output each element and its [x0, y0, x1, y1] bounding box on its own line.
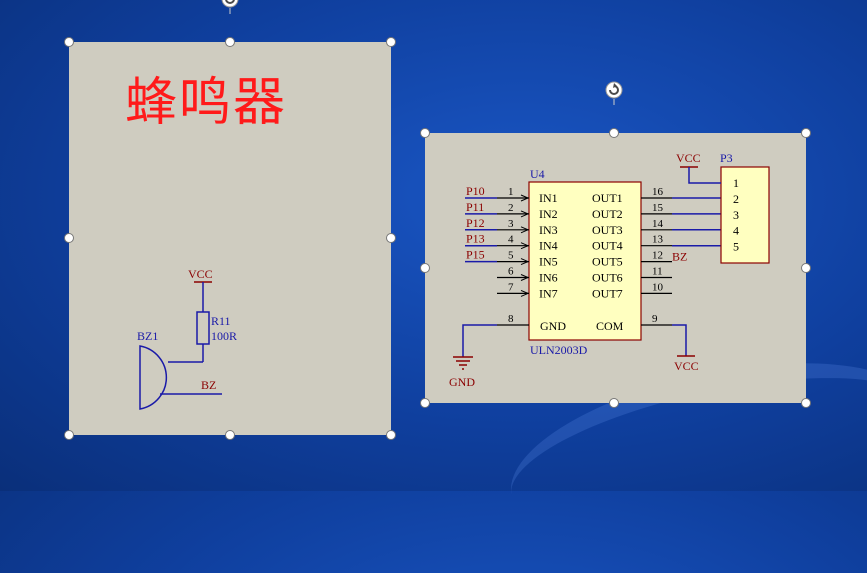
ic-part: ULN2003D — [530, 343, 588, 357]
input-pin-number: 4 — [508, 234, 514, 246]
output-pin-row: 13 OUT4 — [592, 234, 721, 253]
resize-handle-bm-left[interactable] — [225, 430, 235, 440]
output-pin-number: 14 — [652, 218, 664, 230]
gnd-pin-name: GND — [540, 319, 566, 333]
resize-handle-tr-left[interactable] — [386, 37, 396, 47]
resize-handle-bl-left[interactable] — [64, 430, 74, 440]
output-pin-number: 12 — [652, 250, 663, 262]
output-pin-row: 10 OUT7 — [592, 281, 672, 300]
output-pin-name: OUT5 — [592, 255, 623, 269]
input-pin-row: 5 IN5 P15 — [465, 248, 558, 269]
input-pin-name: IN4 — [539, 239, 558, 253]
input-net-label: P11 — [466, 200, 484, 214]
input-pin-number: 7 — [508, 281, 514, 293]
rotate-handle-left-icon[interactable] — [217, 0, 243, 14]
resize-handle-bl-right[interactable] — [420, 398, 430, 408]
input-pin-row: 2 IN2 P11 — [465, 200, 558, 221]
input-net-label: P13 — [466, 232, 485, 246]
output-pin-row: 16 OUT1 — [592, 186, 721, 205]
input-pin-number: 3 — [508, 218, 514, 230]
resize-handle-tm-right[interactable] — [609, 128, 619, 138]
output-pin-number: 13 — [652, 234, 664, 246]
buzzer-symbol — [139, 345, 168, 410]
resistor-value: 100R — [211, 329, 237, 343]
connector-pin-number: 3 — [733, 208, 739, 222]
input-pin-row: 7 IN7 — [497, 281, 558, 300]
input-pin-number: 5 — [508, 250, 514, 262]
input-net-label: P10 — [466, 184, 485, 198]
connector-pin-number: 4 — [733, 224, 739, 238]
input-pin-name: IN5 — [539, 255, 558, 269]
output-pin-name: OUT3 — [592, 223, 623, 237]
resize-handle-br-left[interactable] — [386, 430, 396, 440]
input-pin-row: 3 IN3 P12 — [465, 216, 558, 237]
input-net-label: P15 — [466, 248, 485, 262]
output-pin-name: OUT2 — [592, 207, 623, 221]
buzzer-ref: BZ1 — [137, 329, 158, 343]
buzzer-title: 蜂鸣器 — [125, 73, 288, 133]
output-pin-row: 12 OUT5 BZ — [592, 250, 687, 269]
rotate-handle-right-icon[interactable] — [601, 79, 627, 105]
output-pin-number: 10 — [652, 281, 664, 293]
com-pin-number: 9 — [652, 313, 658, 325]
resize-handle-ml-right[interactable] — [420, 263, 430, 273]
input-net-label: P12 — [466, 216, 485, 230]
com-pin-name: COM — [596, 319, 624, 333]
output-pin-name: OUT1 — [592, 191, 623, 205]
output-pin-number: 11 — [652, 266, 663, 278]
resize-handle-tl-right[interactable] — [420, 128, 430, 138]
vcc-label-buzzer: VCC — [188, 267, 213, 281]
gnd-net-label: GND — [449, 375, 475, 389]
input-pin-number: 2 — [508, 202, 514, 214]
output-pin-number: 15 — [652, 202, 664, 214]
connector-pin-number: 1 — [733, 176, 739, 190]
com-vcc-label: VCC — [674, 359, 699, 373]
output-pin-row: 11 OUT6 — [592, 266, 672, 285]
bz-out-net-label: BZ — [672, 250, 687, 264]
output-pin-name: OUT4 — [592, 239, 623, 253]
resize-handle-br-right[interactable] — [801, 398, 811, 408]
input-pin-number: 6 — [508, 266, 514, 278]
output-pin-row: 14 OUT3 — [592, 218, 721, 237]
output-pin-row: 15 OUT2 — [592, 202, 721, 221]
buzzer-circuit: VCC R11 100R BZ1 BZ — [137, 267, 237, 410]
output-pin-number: 16 — [652, 186, 664, 198]
output-pin-name: OUT6 — [592, 271, 623, 285]
input-pin-name: IN7 — [539, 286, 558, 300]
buzzer-schematic-image[interactable] — [69, 42, 391, 435]
input-pin-name: IN6 — [539, 271, 558, 285]
resize-handle-tr-right[interactable] — [801, 128, 811, 138]
connector-pin-number: 5 — [733, 240, 739, 254]
schematic-overlay: VCC R11 100R BZ1 BZ — [137, 267, 237, 410]
connector-ref: P3 — [720, 151, 733, 165]
input-pin-row: 4 IN4 P13 — [465, 232, 558, 253]
input-pin-row: 1 IN1 P10 — [465, 184, 558, 205]
ic-ref: U4 — [530, 167, 545, 181]
resistor-ref: R11 — [211, 314, 231, 328]
input-pin-name: IN3 — [539, 223, 558, 237]
resize-handle-mr-left[interactable] — [386, 233, 396, 243]
connector-p3-body — [720, 166, 770, 264]
bz-net-label: BZ — [201, 378, 216, 392]
input-pin-number: 1 — [508, 186, 514, 198]
resize-handle-tl-left[interactable] — [64, 37, 74, 47]
resize-handle-mr-right[interactable] — [801, 263, 811, 273]
gnd-pin-number: 8 — [508, 313, 514, 325]
connector-vcc-label: VCC — [676, 151, 701, 165]
input-pin-name: IN2 — [539, 207, 558, 221]
output-pin-name: OUT7 — [592, 286, 623, 300]
resize-handle-bm-right[interactable] — [609, 398, 619, 408]
input-pin-name: IN1 — [539, 191, 558, 205]
connector-pin-number: 2 — [733, 192, 739, 206]
resize-handle-ml-left[interactable] — [64, 233, 74, 243]
resize-handle-tm-left[interactable] — [225, 37, 235, 47]
input-pin-row: 6 IN6 — [497, 266, 558, 285]
